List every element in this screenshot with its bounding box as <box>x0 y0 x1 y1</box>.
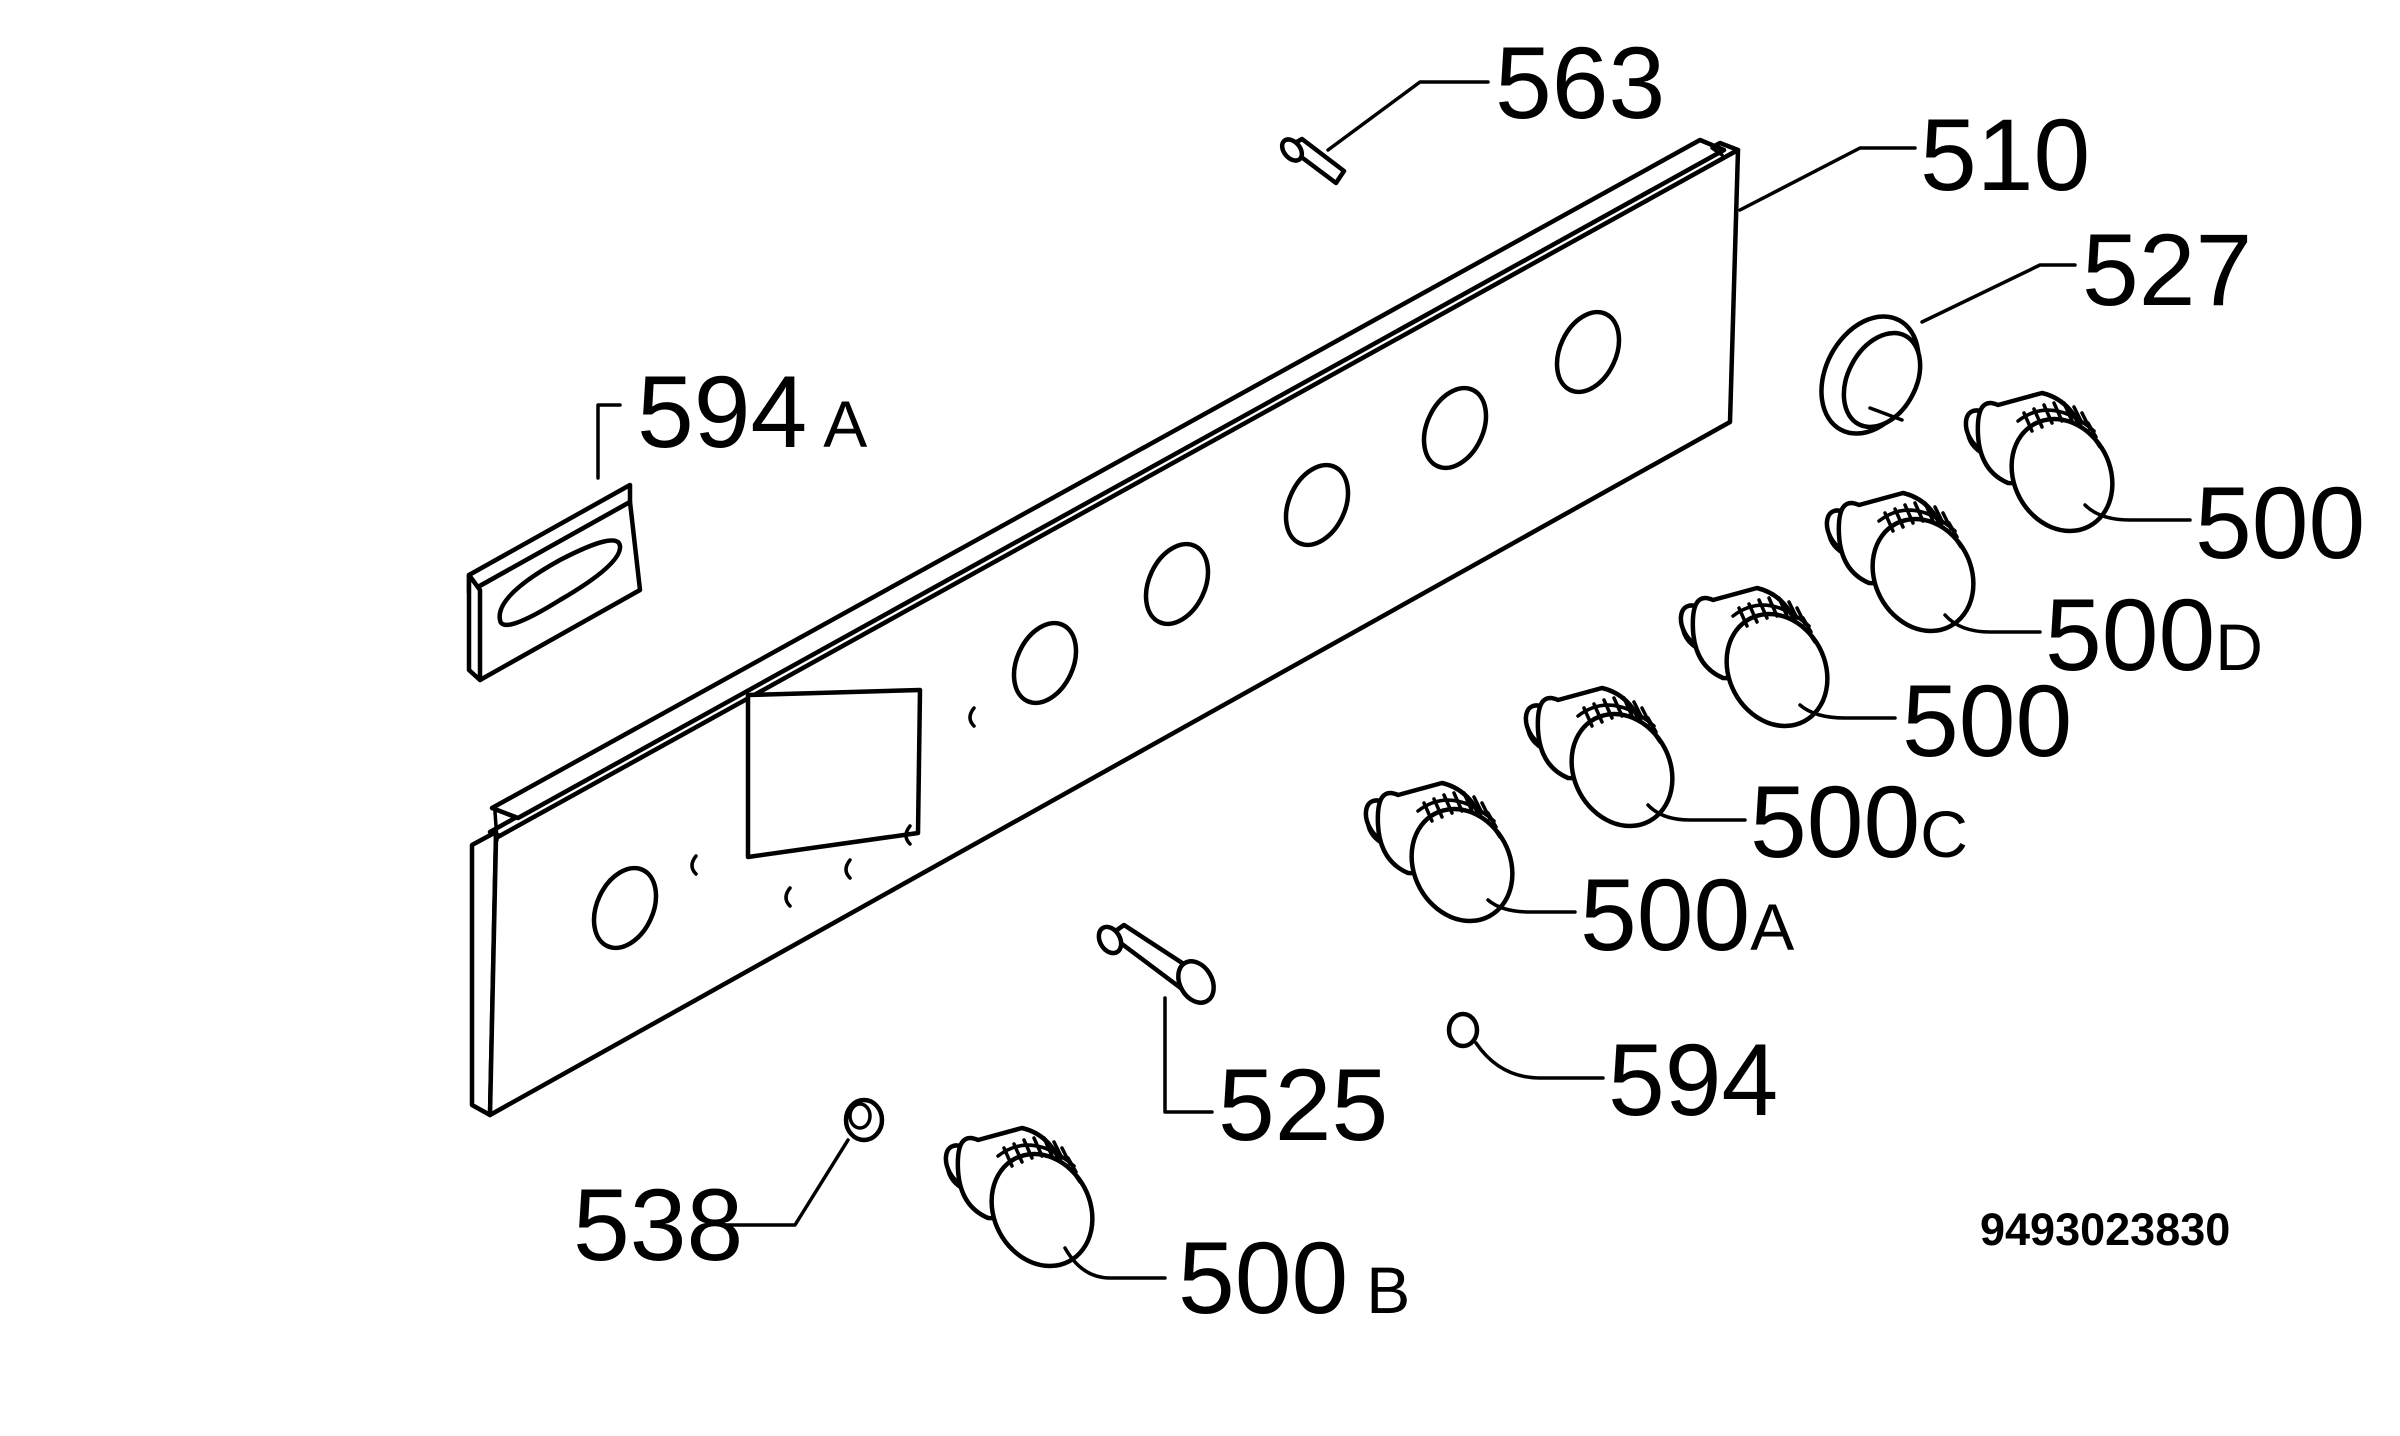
label-527: 527 <box>2082 213 2252 327</box>
label-594: 594 <box>1608 1023 1778 1137</box>
knob-500b <box>939 1128 1111 1284</box>
bracket-594a <box>466 482 643 683</box>
knob-500c <box>1519 688 1691 844</box>
label-538: 538 <box>573 1168 743 1282</box>
knob-500d <box>1820 493 1992 649</box>
ring-527 <box>1819 314 1923 436</box>
control-panel-510 <box>469 137 1741 1118</box>
spacer-594 <box>1446 1011 1480 1049</box>
label-510: 510 <box>1920 98 2090 212</box>
knob-500-1 <box>1959 393 2131 549</box>
label-563: 563 <box>1495 26 1665 140</box>
spacer-538 <box>843 1097 885 1143</box>
panel-indicator-marks <box>690 706 976 908</box>
diagram-code: 9493023830 <box>1980 1204 2230 1255</box>
label-500-1: 500 <box>2195 466 2365 580</box>
label-500a: 500A <box>1580 858 1794 972</box>
leader-lines <box>596 80 2192 1280</box>
label-525: 525 <box>1218 1048 1388 1162</box>
pin-525 <box>1096 922 1216 1005</box>
label-500c: 500C <box>1750 765 1968 879</box>
knob-500a <box>1359 783 1531 939</box>
knob-500-2 <box>1674 588 1846 744</box>
label-500-2: 500 <box>1902 664 2072 778</box>
screw-563 <box>1279 136 1347 186</box>
panel-knob-holes <box>591 309 1622 951</box>
label-500d: 500D <box>2045 578 2263 692</box>
